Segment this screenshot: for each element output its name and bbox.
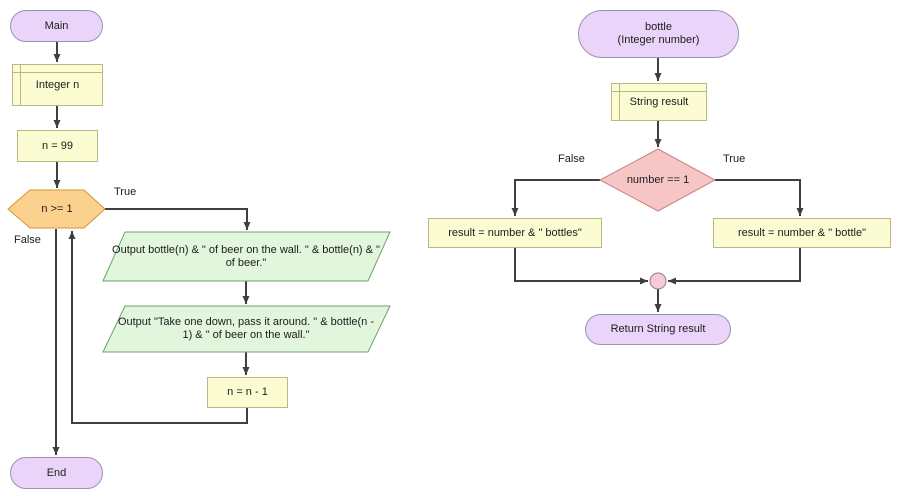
declare-integer-n[interactable]: Integer n bbox=[12, 64, 103, 106]
edge-false-branch-to-merge bbox=[514, 248, 648, 285]
start-terminal-main[interactable]: Main bbox=[10, 10, 103, 42]
edge-decision-false bbox=[511, 179, 600, 216]
loop-condition-label[interactable]: n >= 1 bbox=[41, 202, 73, 215]
decision-true-label: True bbox=[723, 153, 746, 165]
output-beer-on-wall[interactable]: Output bottle(n) & " of beer on the wall… bbox=[112, 243, 380, 269]
output2-parallelogram-shape[interactable] bbox=[102, 305, 391, 353]
assign-n-decrement[interactable]: n = n - 1 bbox=[207, 377, 288, 408]
edge-loopback bbox=[68, 231, 248, 424]
assign-n-99[interactable]: n = 99 bbox=[17, 130, 98, 162]
merge-junction bbox=[649, 272, 667, 290]
declare-string-result[interactable]: String result bbox=[611, 83, 707, 121]
edge-true-branch-to-merge bbox=[668, 248, 801, 285]
decision-number-eq-1[interactable]: number == 1 bbox=[626, 173, 690, 186]
end-terminal-main[interactable]: End bbox=[10, 457, 103, 489]
branch-true-assign-bottle[interactable]: result = number & " bottle" bbox=[713, 218, 891, 248]
output-take-one-down[interactable]: Output "Take one down, pass it around. "… bbox=[117, 315, 375, 341]
function-terminal-bottle[interactable]: bottle (Integer number) bbox=[578, 10, 739, 58]
branch-false-assign-bottles[interactable]: result = number & " bottles" bbox=[428, 218, 602, 248]
loop-false-label: False bbox=[14, 234, 41, 246]
edge-loop-true-to-output1 bbox=[105, 208, 251, 230]
edge-decision-true bbox=[715, 179, 804, 216]
loop-true-label: True bbox=[114, 186, 137, 198]
decision-false-label: False bbox=[558, 153, 585, 165]
loop-hexagon-shape[interactable] bbox=[7, 189, 106, 229]
return-terminal[interactable]: Return String result bbox=[585, 314, 731, 345]
decision-diamond-shape[interactable] bbox=[598, 148, 717, 212]
output1-parallelogram-shape[interactable] bbox=[102, 231, 391, 282]
